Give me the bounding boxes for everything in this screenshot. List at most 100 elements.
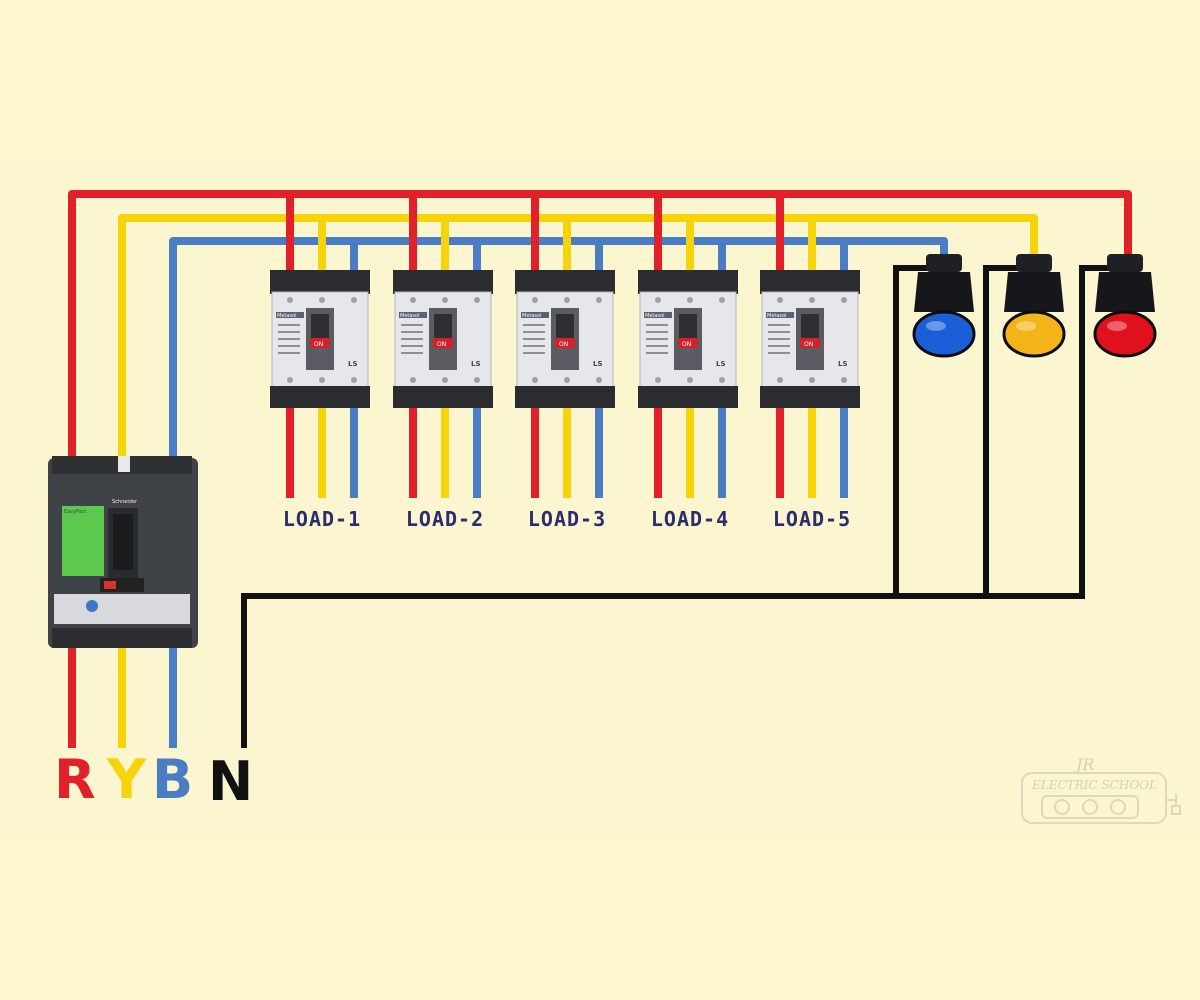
mcb-brand: Metasol — [400, 313, 419, 319]
mcb-spec-line — [646, 345, 668, 347]
screw-icon — [809, 297, 815, 303]
load-label-2: LOAD-2 — [406, 507, 484, 531]
load-label-1: LOAD-1 — [283, 507, 361, 531]
screw-icon — [287, 297, 293, 303]
lamp-terminal — [926, 254, 962, 272]
mcb-on-indicator — [678, 338, 698, 348]
screw-icon — [777, 297, 783, 303]
mcb-logo: LS — [348, 360, 358, 368]
lamp-highlight — [926, 321, 946, 331]
mcb-spec-line — [646, 338, 668, 340]
watermark-logo: JR ELECTRIC SCHOOL — [1021, 755, 1181, 824]
trip-dial-icon — [86, 600, 98, 612]
screw-icon — [532, 297, 538, 303]
mcb-toggle-text: ON — [314, 341, 323, 348]
lamp-lens — [1093, 310, 1157, 358]
screw-icon — [841, 377, 847, 383]
neutral-lamp-blue-wire — [893, 265, 932, 596]
mcb-spec-line — [278, 331, 300, 333]
mcb-logo: LS — [471, 360, 481, 368]
load-label-5: LOAD-5 — [773, 507, 851, 531]
lamp-lens — [1002, 310, 1066, 358]
mcb-spec-line — [523, 331, 545, 333]
supply-label-n: N — [208, 750, 253, 813]
screw-icon — [687, 377, 693, 383]
mcb-toggle-text: ON — [437, 341, 446, 348]
screw-icon — [719, 377, 725, 383]
lamp-terminal — [1107, 254, 1143, 272]
screw-icon — [596, 297, 602, 303]
indicator-lamps — [912, 254, 1157, 358]
lamp-terminal — [1016, 254, 1052, 272]
neutral-lamp-yellow-wire — [983, 265, 1022, 596]
mcb-spec-line — [401, 324, 423, 326]
mcb-spec-line — [768, 338, 790, 340]
supply-label-r: R — [54, 748, 96, 811]
screw-icon — [564, 297, 570, 303]
mcb-spec-line — [646, 324, 668, 326]
mcb-spec-line — [523, 338, 545, 340]
screw-icon — [319, 377, 325, 383]
mcb-spec-line — [401, 331, 423, 333]
lamp-housing — [1004, 272, 1064, 312]
mcb-spec-line — [278, 324, 300, 326]
supply-label-b: B — [152, 748, 193, 811]
mcb-brand-plate — [521, 312, 549, 318]
screw-icon — [442, 377, 448, 383]
screw-icon — [287, 377, 293, 383]
screw-icon — [564, 377, 570, 383]
main-breaker-label-plate — [62, 506, 104, 576]
mcb-top-terminal — [515, 270, 615, 294]
mcb-brand-plate — [644, 312, 672, 318]
mcb-brand-plate — [276, 312, 304, 318]
mcb-on-indicator — [433, 338, 453, 348]
main-breaker-series: EasyPact — [64, 509, 86, 515]
mcb-spec-line — [768, 331, 790, 333]
screw-icon — [596, 377, 602, 383]
main-breaker: EasyPact Schneider — [48, 456, 198, 648]
mcb-bottom-terminal — [638, 386, 738, 408]
load-label-3: LOAD-3 — [528, 507, 606, 531]
mcb-spec-line — [523, 345, 545, 347]
screw-icon — [841, 297, 847, 303]
screw-icon — [351, 297, 357, 303]
mcb-spec-line — [768, 345, 790, 347]
screw-icon — [410, 377, 416, 383]
watermark-text: ELECTRIC SCHOOL — [1031, 778, 1157, 792]
mcb-brand: Metasol — [767, 313, 786, 319]
mcb-logo: LS — [716, 360, 726, 368]
mcb-top-terminal — [638, 270, 738, 294]
blue-bus-wire — [169, 237, 948, 470]
mcb-brand: Metasol — [522, 313, 541, 319]
mcb-bottom-terminal — [393, 386, 493, 408]
socket-icon — [1110, 799, 1126, 815]
mcb-bottom-terminal — [515, 386, 615, 408]
mcb-spec-line — [768, 352, 790, 354]
mcb-brand: Metasol — [277, 313, 296, 319]
screw-icon — [410, 297, 416, 303]
socket-icon — [1054, 799, 1070, 815]
mcb-on-indicator — [310, 338, 330, 348]
indicator-lamp-blue — [912, 254, 976, 358]
mcb-spec-line — [278, 345, 300, 347]
mcb-spec-line — [401, 345, 423, 347]
screw-icon — [719, 297, 725, 303]
screw-icon — [319, 297, 325, 303]
red-bus-wire — [68, 190, 1132, 470]
socket-icon — [1082, 799, 1098, 815]
main-breaker-trip-unit — [54, 594, 190, 624]
mcb-bottom-terminal — [270, 386, 370, 408]
main-breaker-toggle — [113, 514, 133, 570]
mcb-top-terminal — [760, 270, 860, 294]
neutral-wires — [241, 265, 1118, 748]
bus-wires — [68, 190, 1132, 748]
screw-icon — [351, 377, 357, 383]
screw-icon — [474, 377, 480, 383]
screw-icon — [474, 297, 480, 303]
screw-icon — [442, 297, 448, 303]
